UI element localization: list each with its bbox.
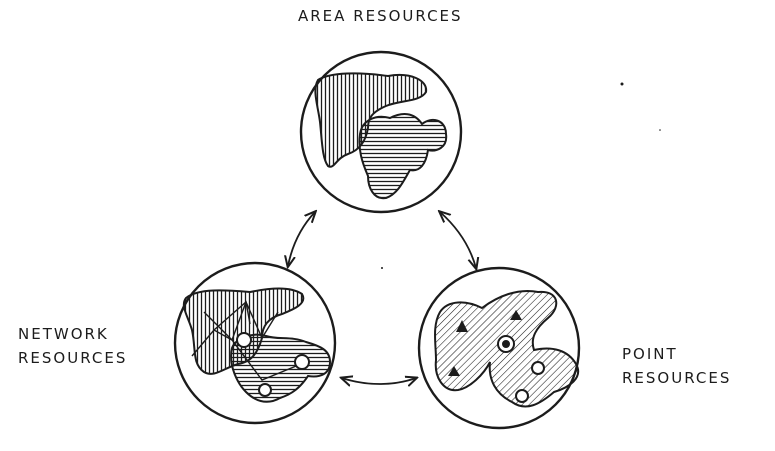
point-resources-label: POINT RESOURCES — [622, 345, 732, 387]
point-markers — [448, 310, 522, 376]
network-links — [191, 300, 307, 381]
network-resources-label: NETWORK RESOURCES — [18, 325, 128, 367]
area-resources-node — [299, 50, 463, 214]
area-circle — [299, 50, 463, 214]
area-region-horizontal-hatch — [358, 113, 448, 200]
network-resources-node — [173, 261, 337, 425]
arrow-area-point — [440, 212, 476, 268]
network-region-horizontal-hatch — [230, 333, 332, 403]
arrow-area-network — [288, 212, 315, 266]
area-resources-label: AREA RESOURCES — [298, 7, 463, 25]
point-circle — [417, 266, 581, 430]
scan-specks — [381, 82, 661, 269]
point-resources-node — [417, 266, 581, 430]
connections — [288, 212, 476, 384]
network-circle — [173, 261, 337, 425]
network-nodes — [236, 332, 310, 397]
point-sites — [497, 335, 545, 403]
arrow-network-point — [342, 378, 416, 384]
